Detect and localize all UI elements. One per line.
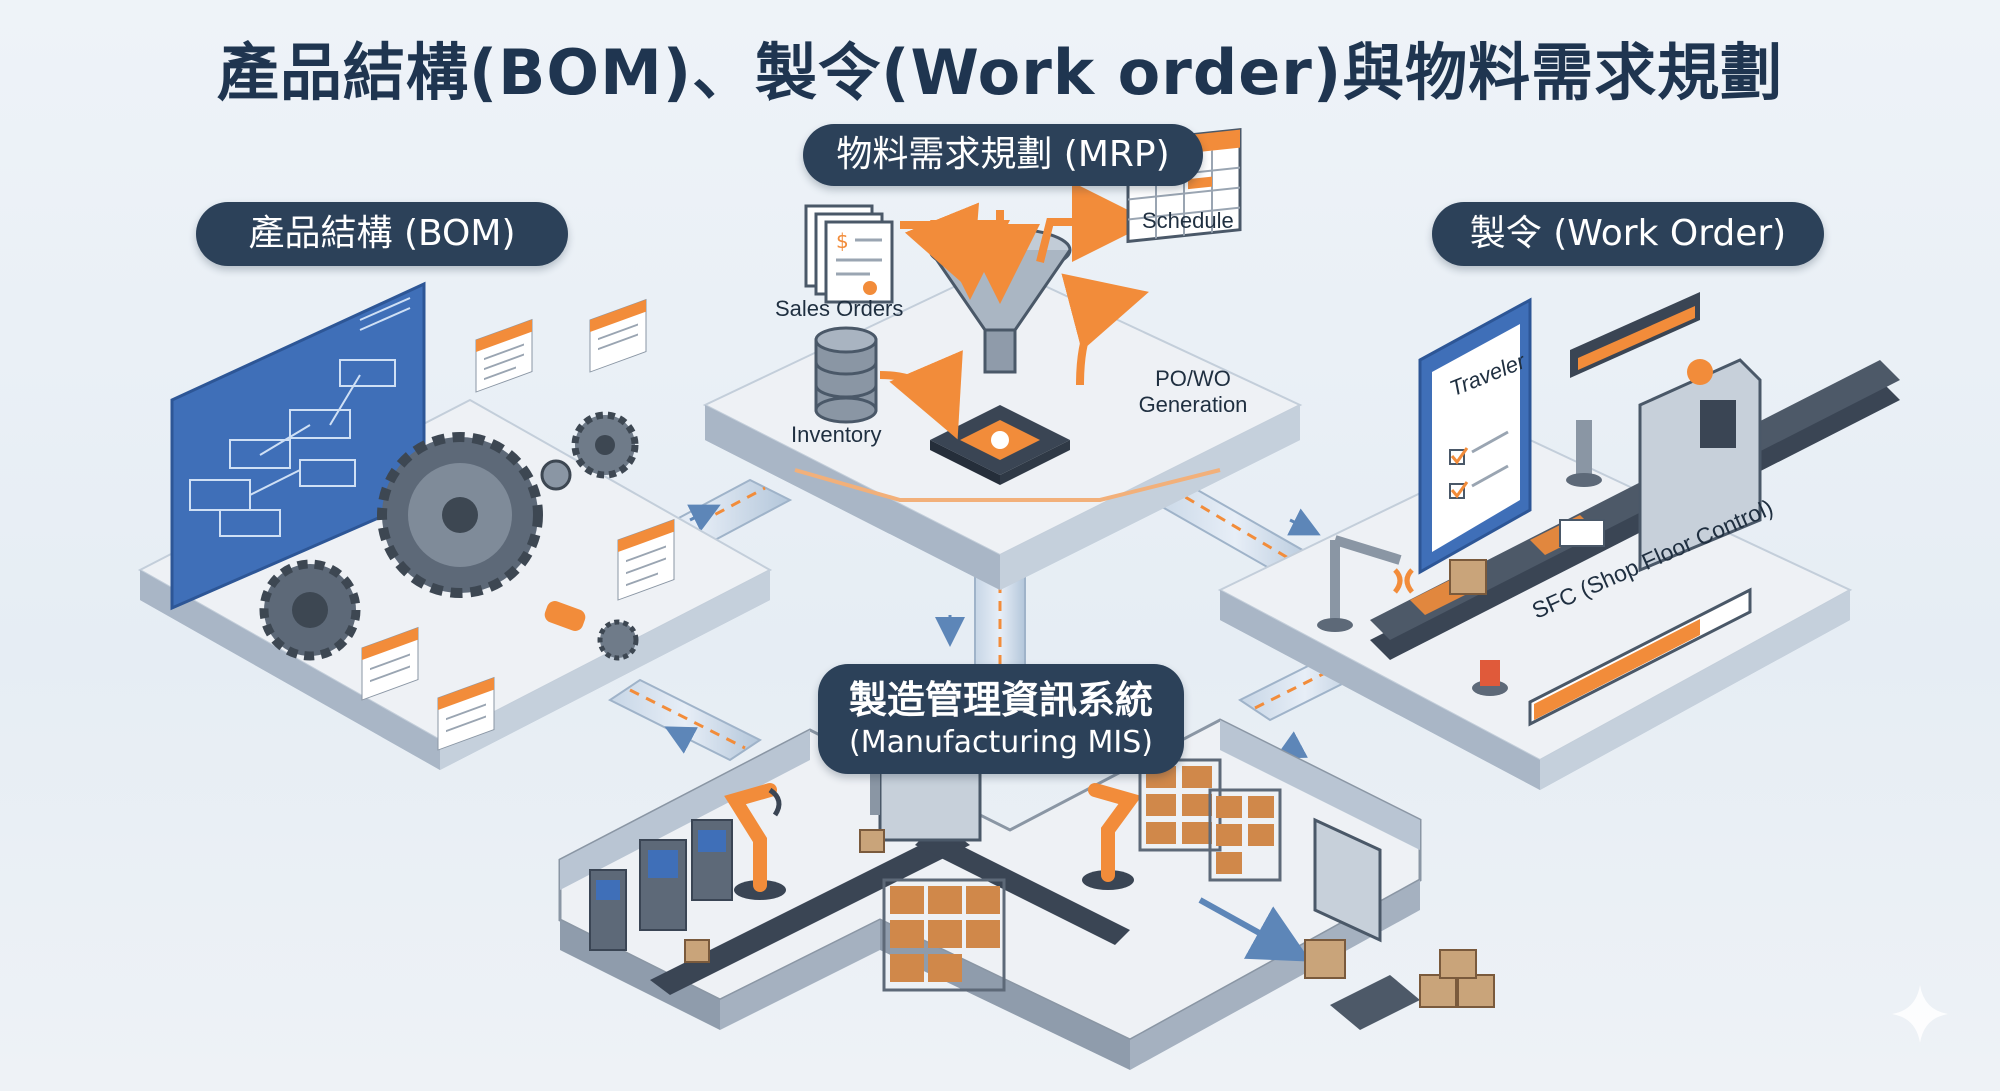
page-title: 產品結構(BOM)、製令(Work order)與物料需求規劃 [216,36,1784,109]
sparkle-icon [1892,985,1948,1043]
loading-dock [1198,817,1420,1030]
status-display [1566,292,1700,487]
sfc-progress-bar [1528,587,1752,727]
mis-label-line2: (Manufacturing MIS) [849,725,1153,760]
gear-icon [259,411,639,661]
schedule-label: Schedule [1142,208,1234,233]
svg-text:$: $ [836,229,849,253]
section-label-bom: 產品結構 (BOM) [196,202,568,266]
warehouse-rack-icon [882,758,1282,992]
control-panels [589,819,733,951]
mis-label-line1: 製造管理資訊系統 [848,677,1153,722]
po-wo-generation-label: PO/WO Generation [1128,366,1258,418]
conveyor-icon [1317,358,1900,696]
sales-orders-document-icon: $ [804,204,894,304]
box-icon [684,829,1495,1008]
inventory-label: Inventory [791,422,882,447]
section-label-work-order: 製令 (Work Order) [1432,202,1824,266]
processor-chip-icon [879,350,1070,485]
funnel-icon [900,182,1152,374]
section-label-mis: 製造管理資訊系統 (Manufacturing MIS) [818,664,1184,774]
sales-orders-label: Sales Orders [775,296,904,321]
po-wo-line2: Generation [1138,392,1248,417]
robot-arm-icon [724,783,1142,900]
bom-part-tags [361,298,675,751]
database-icon [814,326,878,424]
clipboard-icon [1418,297,1532,575]
section-label-mrp: 物料需求規劃 (MRP) [803,124,1203,186]
po-wo-line1: PO/WO [1155,366,1231,391]
